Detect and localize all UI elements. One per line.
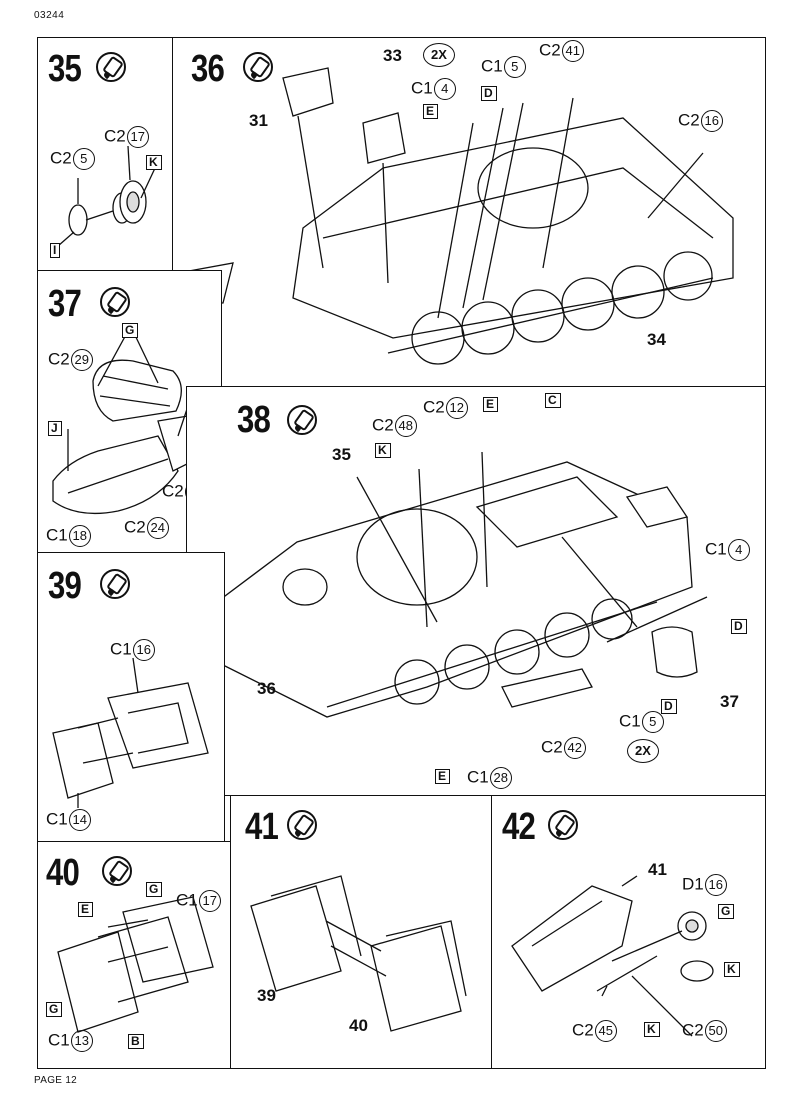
flag-d: D (481, 86, 497, 101)
flag-k: K (146, 155, 162, 170)
step-42-number: 42 (502, 806, 536, 848)
flag-k-right: K (724, 962, 740, 977)
step-41-number: 41 (245, 806, 279, 848)
flag-g: G (146, 882, 163, 897)
final-drive-drawing (511, 875, 714, 1037)
flag-g-bottom: G (46, 1002, 63, 1017)
document-code: 03244 (34, 10, 65, 21)
flag-d-bottom: D (661, 699, 677, 714)
quantity-badge: 2X (423, 43, 455, 67)
wheel-assembly-drawing (57, 145, 157, 247)
ref-33: 33 (383, 46, 402, 65)
step-35-number: 35 (48, 48, 82, 90)
tank-hull-drawing (177, 67, 734, 365)
glue-icon (96, 52, 126, 82)
ref-37: 37 (720, 692, 739, 711)
flag-e: E (483, 397, 499, 412)
flag-c: C (545, 393, 561, 408)
ref-36: 36 (257, 679, 276, 698)
step-41-panel: 41 39 40 (230, 795, 492, 1069)
flag-k: K (375, 443, 391, 458)
glue-icon (287, 405, 317, 435)
flag-e: E (78, 902, 94, 917)
step-36-number: 36 (191, 48, 225, 90)
quantity-badge: 2X (627, 739, 659, 763)
flag-j-left: J (48, 421, 62, 436)
step-38-number: 38 (237, 399, 271, 441)
glue-icon (287, 810, 317, 840)
glue-icon (243, 52, 273, 82)
ref-39: 39 (257, 986, 276, 1005)
ref-34: 34 (647, 330, 666, 349)
stowage-drawing (52, 330, 194, 515)
ref-31: 31 (249, 111, 268, 130)
flag-d-right: D (731, 619, 747, 634)
flag-e: E (423, 104, 439, 119)
flag-e-bottom: E (435, 769, 451, 784)
ref-40: 40 (349, 1016, 368, 1035)
flag-i: I (50, 243, 61, 258)
flag-g: G (718, 904, 735, 919)
step-37-number: 37 (48, 283, 82, 325)
glue-icon (100, 569, 130, 599)
glue-icon (102, 856, 132, 886)
ref-41: 41 (648, 860, 667, 879)
step-39-number: 39 (48, 565, 82, 607)
tank-hull-top-drawing (196, 451, 708, 718)
flag-k-bottom: K (644, 1022, 660, 1037)
step-40-number: 40 (46, 852, 80, 894)
glue-icon (548, 810, 578, 840)
page-number: PAGE 12 (34, 1075, 78, 1086)
bracket-assembly-drawing (52, 657, 209, 808)
ref-35: 35 (332, 445, 351, 464)
flag-g: G (122, 323, 139, 338)
flag-b: B (128, 1034, 144, 1049)
housing-join-drawing (250, 875, 467, 1032)
glue-icon (100, 287, 130, 317)
transmission-housing-drawing (57, 896, 214, 1033)
